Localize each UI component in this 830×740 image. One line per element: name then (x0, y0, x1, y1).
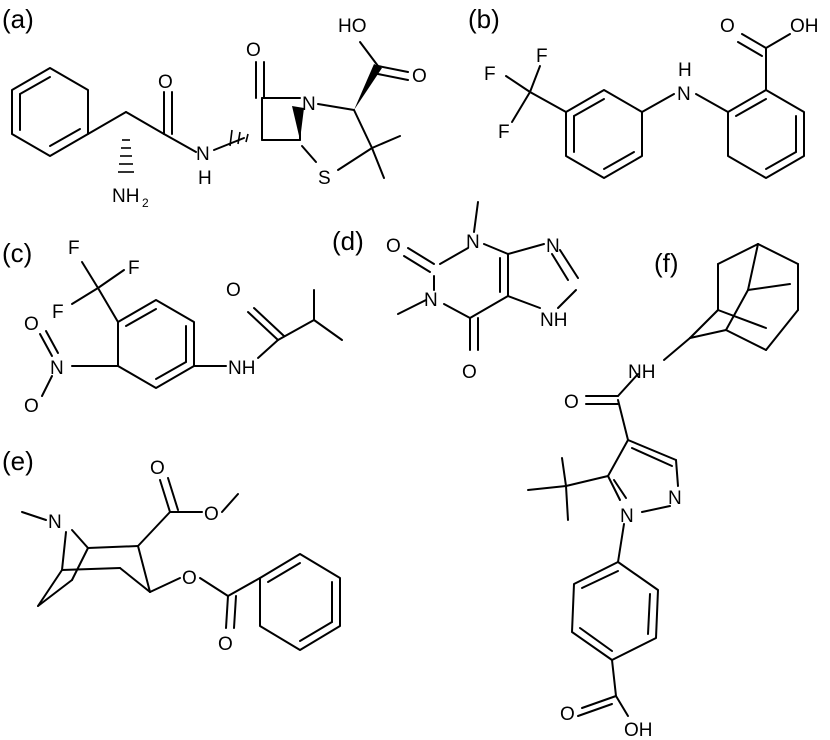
atom-e-o-link: O (182, 568, 197, 589)
molecule-e-bonds (21, 477, 341, 651)
atom-f-oh: OH (624, 720, 653, 740)
atom-b-n: N (677, 84, 691, 105)
molecule-d-bonds (397, 201, 579, 351)
panel-label-e: (e) (2, 446, 34, 476)
molecule-a-bonds (11, 41, 409, 179)
molecule-f-atoms: NH O N N O OH (560, 362, 682, 740)
atom-e-n: N (48, 512, 62, 533)
panel-f: (f) (527, 243, 799, 740)
panel-label-b: (b) (468, 4, 500, 34)
molecule-f-bonds (527, 243, 799, 717)
molecule-a-atoms: HO O O O N N H S NH 2 (112, 16, 427, 210)
atom-f-n2: N (620, 506, 634, 527)
atom-a-nh2: NH (112, 186, 139, 207)
atom-e-o-ester: O (150, 458, 165, 479)
atom-f-o-amide: O (564, 392, 579, 413)
atom-e-o-methoxy: O (204, 504, 219, 525)
molecule-b-atoms: O OH H N F F F (484, 16, 819, 143)
panel-label-a: (a) (2, 4, 34, 34)
atom-c-f3: F (52, 302, 64, 323)
atom-c-o-bottom: O (24, 396, 39, 417)
atom-d-n-imid: N (546, 236, 560, 257)
atom-b-f1: F (484, 64, 496, 85)
atom-b-f2: F (536, 46, 548, 67)
molecule-e-atoms: O O N O O (48, 458, 233, 655)
atom-b-h: H (678, 60, 692, 81)
atom-a-o-lactam: O (246, 40, 261, 61)
molecule-c-atoms: F F F O N O O NH (24, 238, 255, 417)
atom-c-f1: F (68, 238, 80, 259)
atom-d-n-top: N (466, 232, 480, 253)
atom-a-nh-n: N (196, 144, 210, 165)
atom-c-f2: F (128, 258, 140, 279)
atom-f-n1: N (668, 488, 682, 509)
atom-a-nh2-subscript: 2 (142, 196, 149, 210)
panel-label-f: (f) (654, 248, 679, 278)
molecule-d-atoms: O N N N NH O (386, 232, 567, 383)
atom-a-s: S (318, 168, 331, 189)
panel-a: (a) (2, 4, 427, 210)
atom-a-o-amide: O (158, 72, 173, 93)
atom-d-nh: NH (540, 310, 567, 331)
molecule-c-bonds (39, 261, 343, 397)
atom-b-f3: F (498, 122, 510, 143)
atom-e-o-carbonyl: O (218, 634, 233, 655)
atom-d-o1: O (386, 236, 401, 257)
panel-label-c: (c) (2, 238, 32, 268)
atom-f-o: O (560, 704, 575, 725)
atom-a-o-acid: O (412, 66, 427, 87)
atom-f-nh: NH (628, 362, 655, 383)
atom-a-nh-h: H (198, 168, 212, 189)
atom-c-n-nitro: N (50, 358, 64, 379)
panel-d: (d) O N (332, 201, 579, 383)
atom-b-o: O (720, 16, 735, 37)
atom-a-ho: HO (338, 16, 367, 37)
atom-d-n-left: N (424, 290, 438, 311)
atom-a-n-ring: N (302, 94, 316, 115)
panel-b: (b) O OH (468, 4, 819, 179)
atom-d-o2: O (462, 362, 477, 383)
atom-c-o-amide: O (226, 280, 241, 301)
atom-c-nh: NH (228, 358, 255, 379)
panel-c: (c) F F (2, 238, 343, 417)
molecule-b-bonds (505, 33, 805, 179)
panel-label-d: (d) (332, 226, 364, 256)
atom-b-oh: OH (790, 16, 819, 37)
panel-e: (e) (2, 446, 341, 655)
atom-c-o-top: O (24, 314, 39, 335)
molecule-a-stereo (118, 64, 382, 173)
